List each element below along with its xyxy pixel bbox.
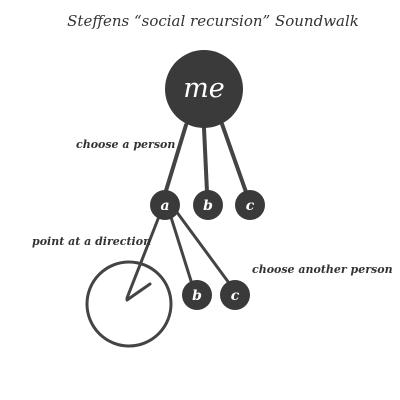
edge-me-to-b (202, 126, 209, 194)
node-second-b-label: b (192, 288, 202, 304)
node-me: me (165, 50, 243, 128)
node-b: b (193, 190, 223, 220)
node-a-label: a (160, 198, 169, 214)
annotation-choose-another: choose another person (252, 263, 393, 276)
annotation-point-direction: point at a direction (32, 235, 151, 248)
edge-a-to-b (168, 212, 194, 286)
edge-a-to-c (174, 209, 231, 285)
node-second-c: c (220, 280, 250, 310)
connectors-level-2 (125, 209, 231, 300)
node-a: a (150, 190, 180, 220)
edge-me-to-a (163, 123, 188, 196)
node-c: c (235, 190, 265, 220)
node-second-b: b (182, 280, 212, 310)
node-me-label: me (183, 73, 225, 104)
node-c-label: c (246, 198, 255, 214)
node-b-label: b (203, 198, 213, 214)
connectors-level-1 (163, 122, 248, 196)
annotation-choose-person: choose a person (76, 138, 175, 151)
edge-a-to-direction (125, 212, 162, 300)
edge-me-to-c (220, 122, 248, 194)
node-second-c-label: c (231, 288, 240, 304)
direction-dial-icon (85, 260, 173, 348)
diagram-title: Steffens “social recursion” Soundwalk (67, 12, 359, 30)
